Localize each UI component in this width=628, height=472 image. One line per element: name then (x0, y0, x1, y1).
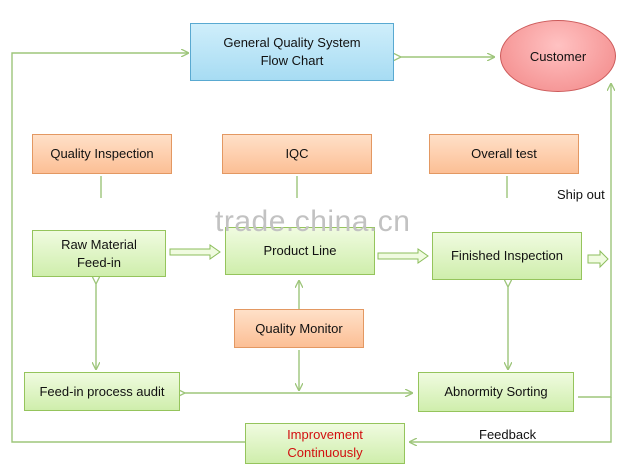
improvement-line-1: Improvement (287, 426, 363, 442)
quality-monitor-box: Quality Monitor (234, 309, 364, 348)
improvement-line-2: Continuously (287, 444, 363, 460)
feedback-connector (410, 397, 612, 442)
improvement-box: Improvement Continuously (245, 423, 405, 464)
overall-test-box: Overall test (429, 134, 579, 174)
product-to-finished-arrow (377, 248, 429, 264)
feed-in-audit-label: Feed-in process audit (39, 383, 165, 399)
customer-node: Customer (500, 20, 616, 92)
customer-label: Customer (529, 48, 587, 64)
finished-inspection-box: Finished Inspection (432, 232, 582, 280)
title-box: General Quality System Flow Chart (190, 23, 394, 81)
iqc-label: IQC (285, 146, 309, 161)
raw-material-line-2: Feed-in (76, 254, 122, 270)
iqc-box: IQC (222, 134, 372, 174)
title-line-1: General Quality System (223, 35, 361, 50)
raw-to-product-arrow (169, 244, 221, 260)
product-line-box: Product Line (225, 227, 375, 275)
ship-out-arrow (587, 249, 609, 269)
product-line-label: Product Line (263, 243, 337, 258)
ship-out-label: Ship out (557, 187, 605, 202)
finished-inspection-label: Finished Inspection (450, 248, 563, 263)
feedback-label: Feedback (479, 427, 537, 442)
watermark: trade.china.cn (215, 205, 411, 238)
abnormity-sorting-box: Abnormity Sorting (418, 372, 574, 412)
abnormity-to-customer-connector (578, 84, 611, 398)
raw-material-box: Raw Material Feed-in (32, 230, 166, 277)
improvement-to-title-connector (11, 53, 245, 443)
quality-inspection-box: Quality Inspection (32, 134, 172, 174)
feed-in-audit-box: Feed-in process audit (24, 372, 180, 411)
abnormity-sorting-label: Abnormity Sorting (444, 384, 548, 399)
raw-material-line-1: Raw Material (61, 236, 137, 252)
overall-test-label: Overall test (471, 146, 537, 161)
quality-inspection-label: Quality Inspection (50, 146, 154, 161)
title-line-2: Flow Chart (260, 53, 324, 68)
quality-monitor-label: Quality Monitor (255, 320, 343, 336)
